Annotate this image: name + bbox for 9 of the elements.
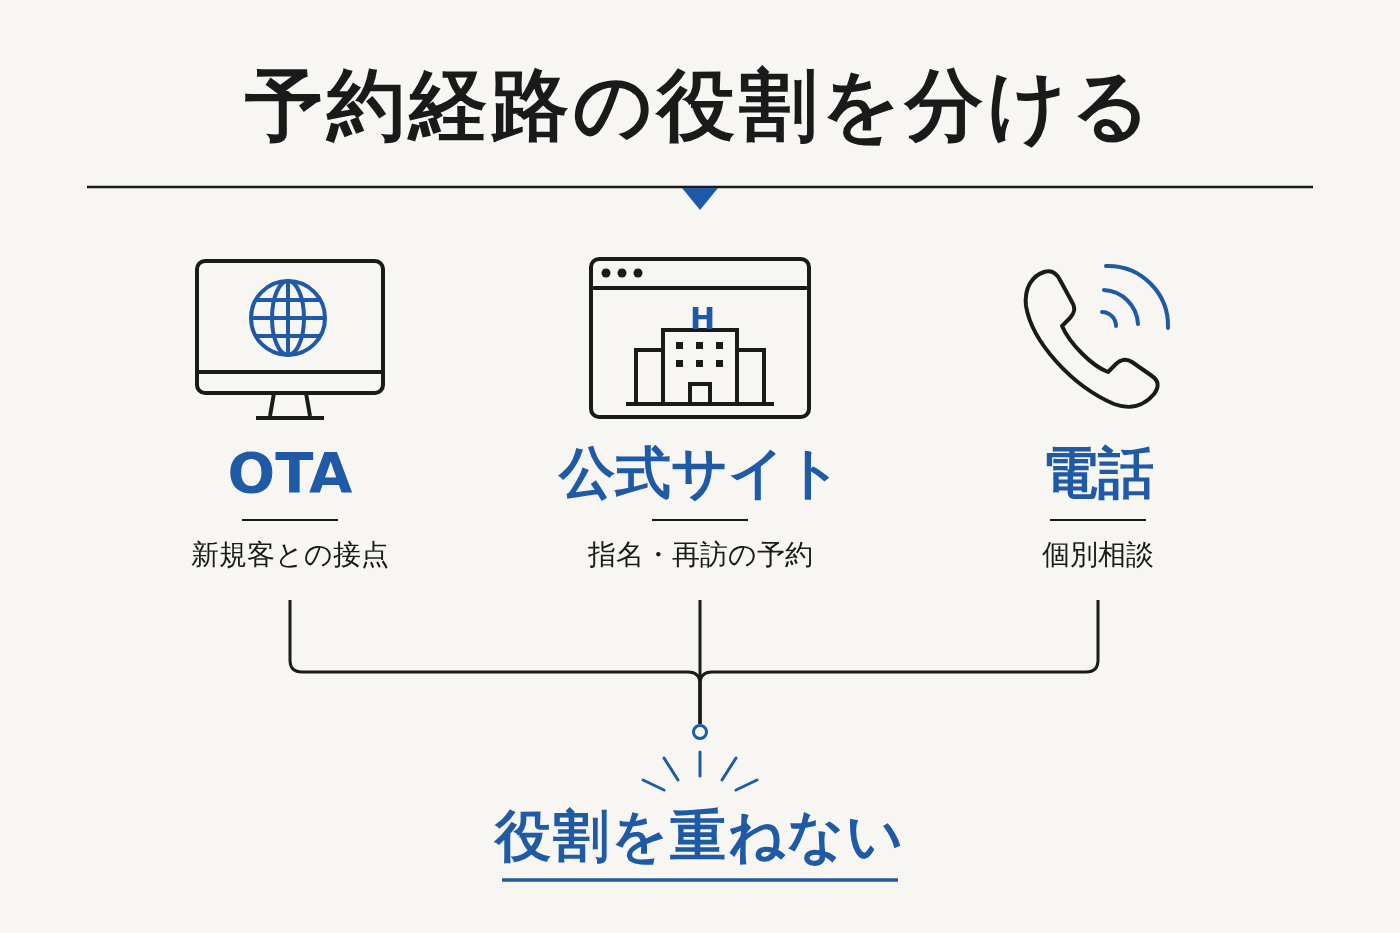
channel-heading: 公式サイト	[558, 445, 842, 501]
sign-letter: H	[690, 304, 716, 334]
connector-line	[698, 600, 1100, 724]
channel-heading: OTA	[227, 445, 353, 501]
channel-heading: 電話	[1042, 445, 1154, 501]
channel-role: 個別相談	[1042, 541, 1154, 569]
channel-role: 新規客との接点	[191, 541, 389, 569]
conclusion-text: 役割を重ねない	[493, 808, 906, 864]
channel-role: 指名・再訪の予約	[587, 541, 813, 569]
